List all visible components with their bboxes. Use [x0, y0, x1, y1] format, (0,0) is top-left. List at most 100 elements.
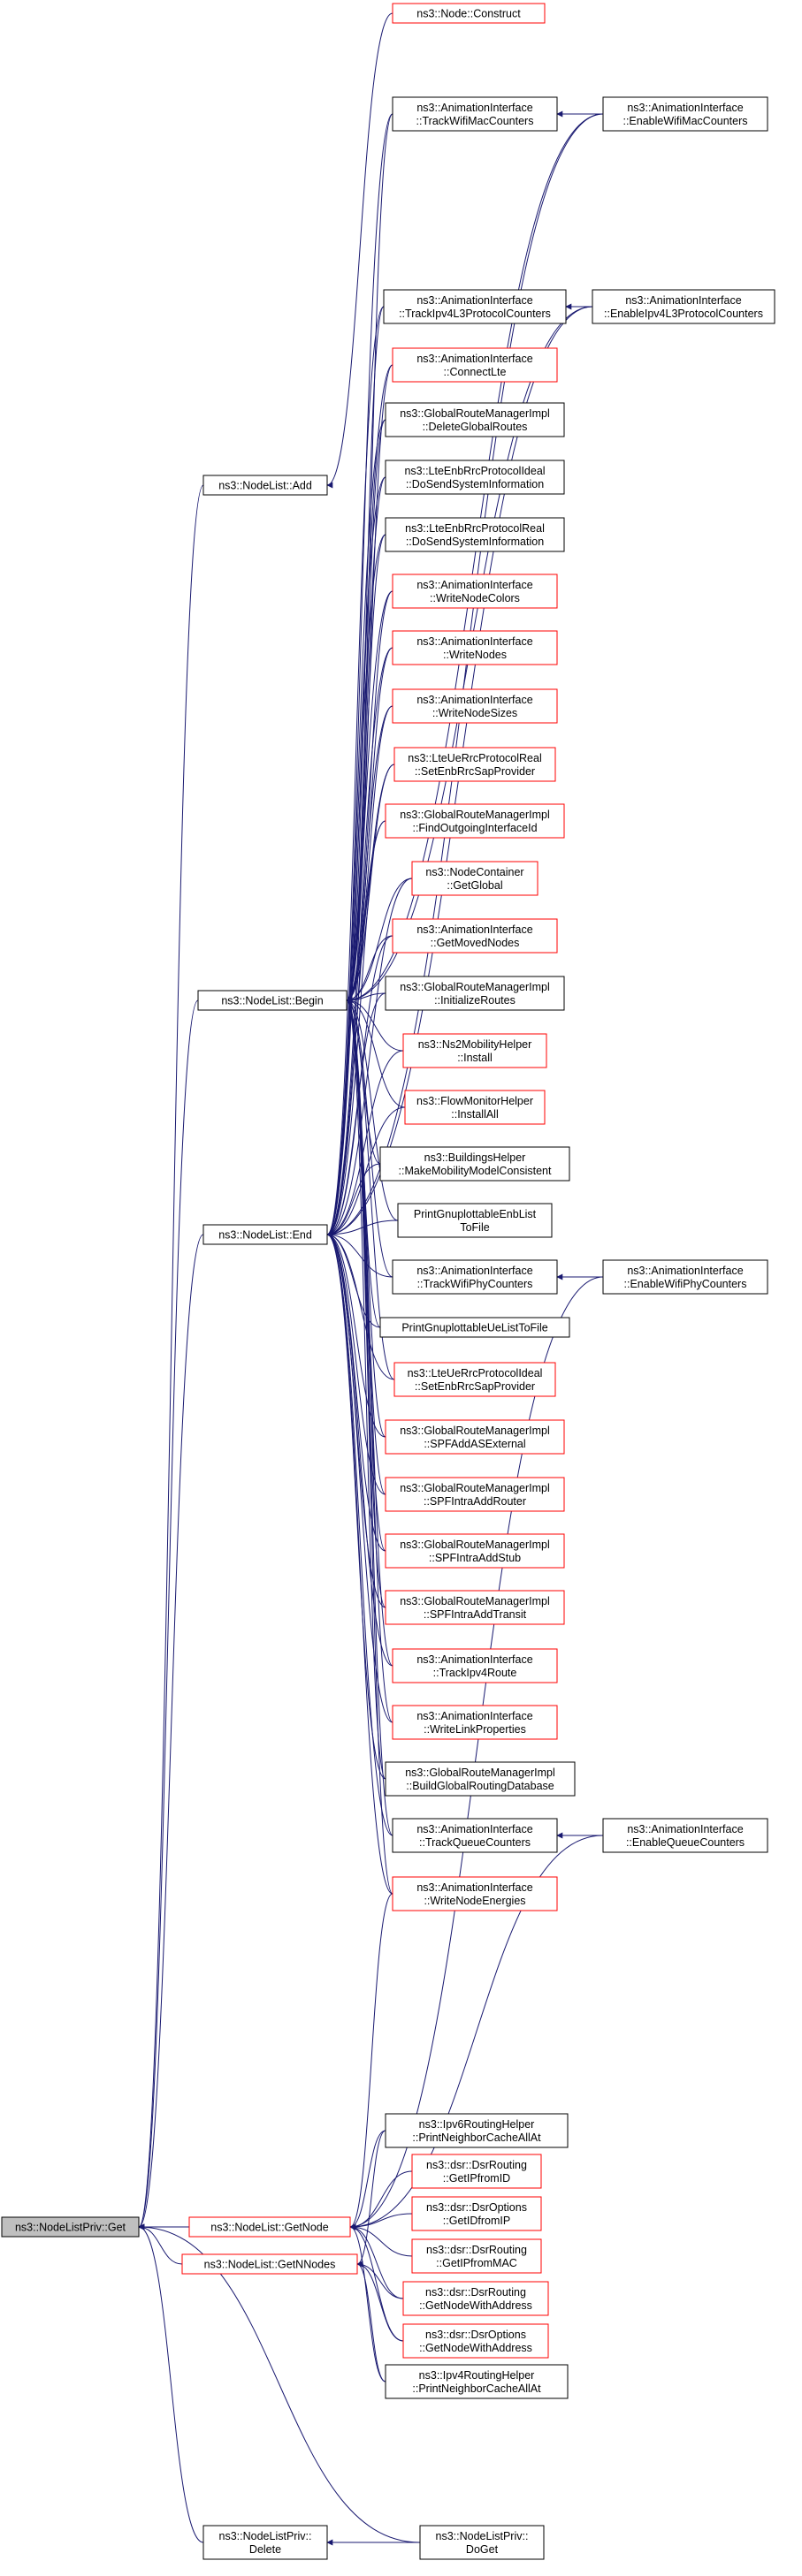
edge-dsr_options_getnode-to-nl_getnode — [349, 2223, 404, 2342]
node-enable-wifiphy[interactable]: ns3::AnimationInterface::EnableWifiPhyCo… — [602, 1259, 768, 1295]
node-dsr-routing-getip[interactable]: ns3::dsr::DsrRouting::GetIPfromID — [411, 2154, 542, 2189]
node-label: ns3::Ipv6RoutingHelper — [419, 2118, 535, 2131]
node-box — [402, 2323, 549, 2359]
node-box — [392, 1259, 558, 1295]
node-box — [392, 347, 558, 383]
node-write-node-colors[interactable]: ns3::AnimationInterface::WriteNodeColors — [392, 574, 558, 609]
node-ue-real-set[interactable]: ns3::LteUeRrcProtocolReal::SetEnbRrcSapP… — [393, 747, 556, 782]
node-dsr-options-getip[interactable]: ns3::dsr::DsrOptions::GetIDfromIP — [411, 2196, 542, 2231]
node-label: ns3::NodeListPriv::Get — [15, 2222, 126, 2234]
edge-write_node_colors-to-nl_end — [326, 590, 393, 1238]
node-label: ::EnableIpv4L3ProtocolCounters — [604, 308, 763, 320]
node-write-node-energies[interactable]: ns3::AnimationInterface::WriteNodeEnergi… — [392, 1876, 558, 1911]
node-write-node-sizes[interactable]: ns3::AnimationInterface::WriteNodeSizes — [392, 688, 558, 724]
node-dsr-options-getnode[interactable]: ns3::dsr::DsrOptions::GetNodeWithAddress — [402, 2323, 549, 2359]
node-priv-get[interactable]: ns3::NodeListPriv::Get — [1, 2216, 140, 2238]
node-priv-delete[interactable]: ns3::NodeListPriv::Delete — [202, 2525, 328, 2560]
node-label: ns3::AnimationInterface — [627, 102, 743, 114]
node-write-link-props[interactable]: ns3::AnimationInterface::WriteLinkProper… — [392, 1705, 558, 1740]
node-box — [392, 1876, 558, 1911]
node-nc-getglobal[interactable]: ns3::NodeContainer::GetGlobal — [411, 861, 538, 896]
node-label: ns3::AnimationInterface — [416, 635, 532, 648]
node-box — [392, 96, 558, 132]
node-box — [393, 747, 556, 782]
node-dsr-routing-getipmac[interactable]: ns3::dsr::DsrRouting::GetIPfromMAC — [411, 2238, 542, 2274]
node-ipv4-print-ncache[interactable]: ns3::Ipv4RoutingHelper::PrintNeighborCac… — [385, 2364, 569, 2399]
node-label: ns3::AnimationInterface — [416, 1823, 532, 1835]
node-box — [411, 2196, 542, 2231]
node-spf-stub[interactable]: ns3::GlobalRouteManagerImpl::SPFIntraAdd… — [385, 1533, 565, 1569]
node-nl-add[interactable]: ns3::NodeList::Add — [202, 475, 328, 496]
node-buildings-make[interactable]: ns3::BuildingsHelper::MakeMobilityModelC… — [379, 1146, 570, 1182]
node-box — [385, 2364, 569, 2399]
node-box — [385, 1533, 565, 1569]
node-label: ns3::LteEnbRrcProtocolIdeal — [404, 465, 545, 477]
edge-enable_wifiphy-to-nl_getnode — [349, 1276, 604, 2230]
node-write-nodes[interactable]: ns3::AnimationInterface::WriteNodes — [392, 630, 558, 665]
node-box — [202, 475, 328, 496]
node-node-construct[interactable]: ns3::Node::Construct — [392, 3, 546, 24]
node-label: ::WriteNodeEnergies — [424, 1895, 525, 1907]
node-find-outgoing[interactable]: ns3::GlobalRouteManagerImpl::FindOutgoin… — [385, 803, 565, 839]
node-enable-queue[interactable]: ns3::AnimationInterface::EnableQueueCoun… — [602, 1818, 768, 1853]
node-ipv6-print-ncache[interactable]: ns3::Ipv6RoutingHelper::PrintNeighborCac… — [385, 2113, 569, 2148]
node-dsr-routing-getnode[interactable]: ns3::dsr::DsrRouting::GetNodeWithAddress — [402, 2281, 549, 2316]
node-nl-getnode[interactable]: ns3::NodeList::GetNode — [188, 2216, 351, 2238]
node-track-wifiphy[interactable]: ns3::AnimationInterface::TrackWifiPhyCou… — [392, 1259, 558, 1295]
edge-enb_real_dosend-to-nl_end — [326, 534, 386, 1238]
edge-nc_getglobal-to-nl_end — [326, 878, 413, 1238]
node-box — [392, 574, 558, 609]
edge-enb_ideal_dosend-to-nl_begin — [346, 476, 386, 1004]
node-label: ::GetMovedNodes — [431, 937, 520, 949]
node-box — [393, 1362, 556, 1397]
node-label: ns3::AnimationInterface — [627, 1265, 743, 1277]
node-print-uelist[interactable]: PrintGnuplottableUeListToFile — [379, 1317, 570, 1338]
node-box — [404, 1090, 546, 1125]
node-enb-real-dosend[interactable]: ns3::LteEnbRrcProtocolReal::DoSendSystem… — [385, 517, 565, 552]
node-spf-router[interactable]: ns3::GlobalRouteManagerImpl::SPFIntraAdd… — [385, 1477, 565, 1512]
node-box — [392, 1705, 558, 1740]
node-label: ns3::FlowMonitorHelper — [416, 1095, 533, 1107]
node-box — [385, 976, 565, 1011]
node-label: ::ConnectLte — [444, 366, 507, 378]
node-track-ipv4route[interactable]: ns3::AnimationInterface::TrackIpv4Route — [392, 1648, 558, 1683]
edge-print_enblist-to-nl_end — [326, 1220, 399, 1238]
node-label: ns3::AnimationInterface — [416, 923, 532, 936]
node-label: ns3::AnimationInterface — [416, 102, 532, 114]
node-enb-ideal-dosend[interactable]: ns3::LteEnbRrcProtocolIdeal::DoSendSyste… — [385, 460, 565, 495]
node-label: ::SPFIntraAddStub — [429, 1552, 521, 1564]
edge-write_link_props-to-nl_end — [326, 1231, 393, 1723]
node-label: ns3::dsr::DsrRouting — [426, 2159, 527, 2171]
node-spf-asexternal[interactable]: ns3::GlobalRouteManagerImpl::SPFAddASExt… — [385, 1419, 565, 1455]
node-priv-doget[interactable]: ns3::NodeListPriv::DoGet — [419, 2525, 545, 2560]
node-box — [392, 1648, 558, 1683]
node-label: ns3::NodeContainer — [425, 866, 523, 878]
node-track-ipv4l3[interactable]: ns3::AnimationInterface::TrackIpv4L3Prot… — [383, 289, 567, 324]
node-enable-wifimac[interactable]: ns3::AnimationInterface::EnableWifiMacCo… — [602, 96, 768, 132]
node-label: ns3::AnimationInterface — [416, 294, 532, 307]
node-label: ns3::NodeList::Add — [218, 480, 312, 492]
node-label: ns3::GlobalRouteManagerImpl — [400, 981, 550, 993]
node-spf-transit[interactable]: ns3::GlobalRouteManagerImpl::SPFIntraAdd… — [385, 1590, 565, 1625]
node-label: ::EnableWifiPhyCounters — [624, 1278, 747, 1290]
node-nl-end[interactable]: ns3::NodeList::End — [202, 1224, 328, 1245]
node-nl-begin[interactable]: ns3::NodeList::Begin — [197, 990, 348, 1011]
node-label: ns3::GlobalRouteManagerImpl — [405, 1767, 555, 1779]
node-nl-getnnodes[interactable]: ns3::NodeList::GetNNodes — [181, 2253, 358, 2275]
node-flow-installall[interactable]: ns3::FlowMonitorHelper::InstallAll — [404, 1090, 546, 1125]
node-track-wifimac[interactable]: ns3::AnimationInterface::TrackWifiMacCou… — [392, 96, 558, 132]
node-build-global-db[interactable]: ns3::GlobalRouteManagerImpl::BuildGlobal… — [385, 1761, 576, 1797]
node-track-queue[interactable]: ns3::AnimationInterface::TrackQueueCount… — [392, 1818, 558, 1853]
node-ue-ideal-set[interactable]: ns3::LteUeRrcProtocolIdeal::SetEnbRrcSap… — [393, 1362, 556, 1397]
node-delete-global-routes[interactable]: ns3::GlobalRouteManagerImpl::DeleteGloba… — [385, 402, 565, 437]
node-connect-lte[interactable]: ns3::AnimationInterface::ConnectLte — [392, 347, 558, 383]
node-label: Delete — [249, 2543, 281, 2556]
edge-ue_ideal_set-to-nl_end — [326, 1231, 395, 1380]
node-enable-ipv4l3[interactable]: ns3::AnimationInterface::EnableIpv4L3Pro… — [592, 289, 775, 324]
node-ns2-install[interactable]: ns3::Ns2MobilityHelper::Install — [402, 1033, 547, 1068]
node-get-moved-nodes[interactable]: ns3::AnimationInterface::GetMovedNodes — [392, 918, 558, 954]
node-box — [402, 2281, 549, 2316]
node-init-routes[interactable]: ns3::GlobalRouteManagerImpl::InitializeR… — [385, 976, 565, 1011]
node-label: ::FindOutgoingInterfaceId — [412, 822, 537, 834]
